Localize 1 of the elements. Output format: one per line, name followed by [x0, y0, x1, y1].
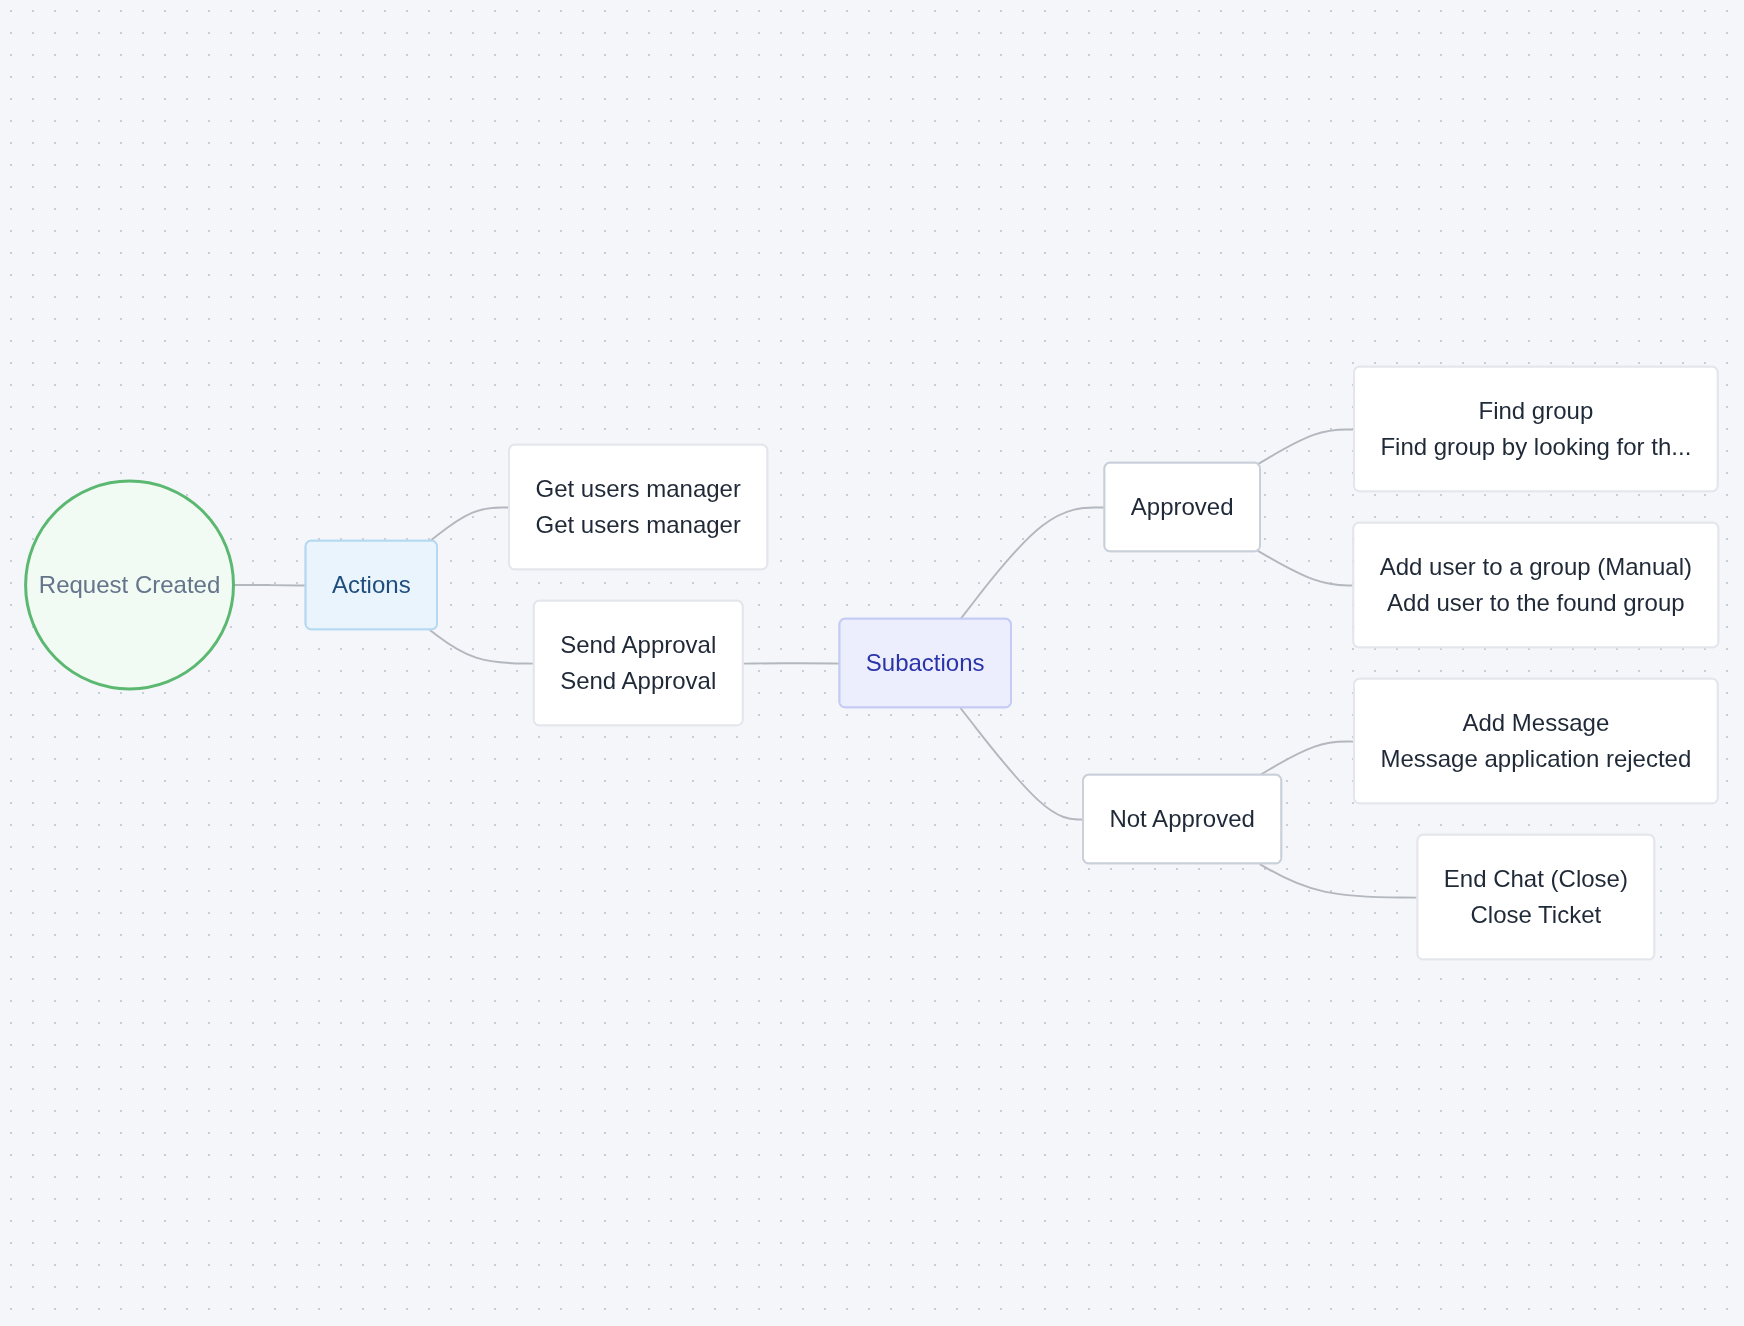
node-circle: Request Created	[24, 479, 235, 691]
